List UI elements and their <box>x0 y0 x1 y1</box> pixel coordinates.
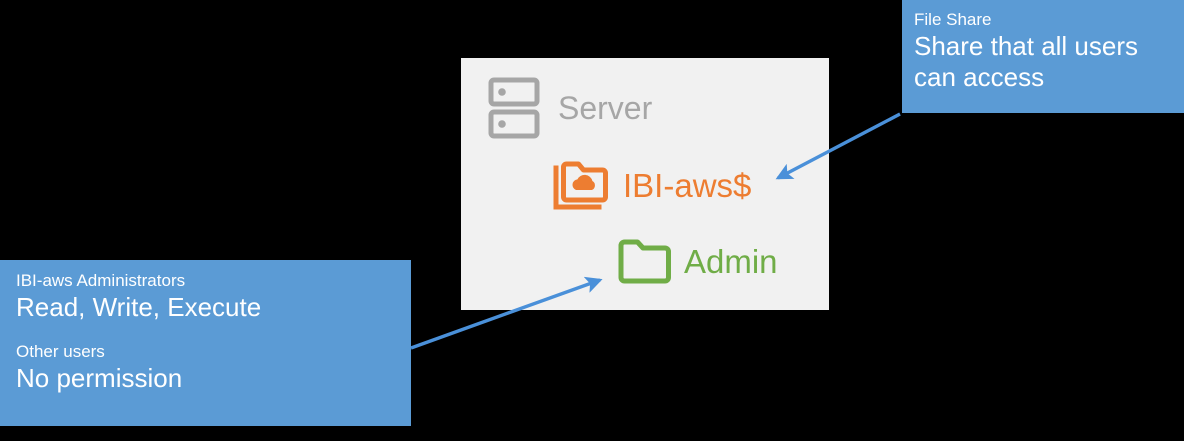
server-icon <box>488 77 540 139</box>
folder-icon <box>618 236 672 288</box>
server-label: Server <box>558 89 653 126</box>
permissions-callout: IBI-aws Administrators Read, Write, Exec… <box>0 260 411 426</box>
server-row: Server <box>488 77 652 139</box>
file-share-row[interactable]: IBI-aws$ <box>553 158 751 214</box>
file-share-callout-title: File Share <box>914 10 992 29</box>
file-share-callout-body-line-1: Share that all users <box>914 31 1139 61</box>
file-share-callout-body-line-2: can access <box>914 62 1045 92</box>
callout-spacer <box>16 323 411 341</box>
admin-folder-row[interactable]: Admin <box>618 236 778 288</box>
admins-group-title: IBI-aws Administrators <box>16 271 186 290</box>
file-share-label: IBI-aws$ <box>623 167 752 204</box>
cloud-folder-icon <box>553 158 611 214</box>
admin-folder-label: Admin <box>684 243 778 280</box>
server-panel: Server IBI-aws$ <box>461 58 829 310</box>
file-share-callout: File Share Share that all users can acce… <box>902 0 1184 113</box>
other-users-group-title: Other users <box>16 342 105 361</box>
admins-group-permissions: Read, Write, Execute <box>16 292 262 322</box>
other-users-group-permissions: No permission <box>16 363 183 393</box>
